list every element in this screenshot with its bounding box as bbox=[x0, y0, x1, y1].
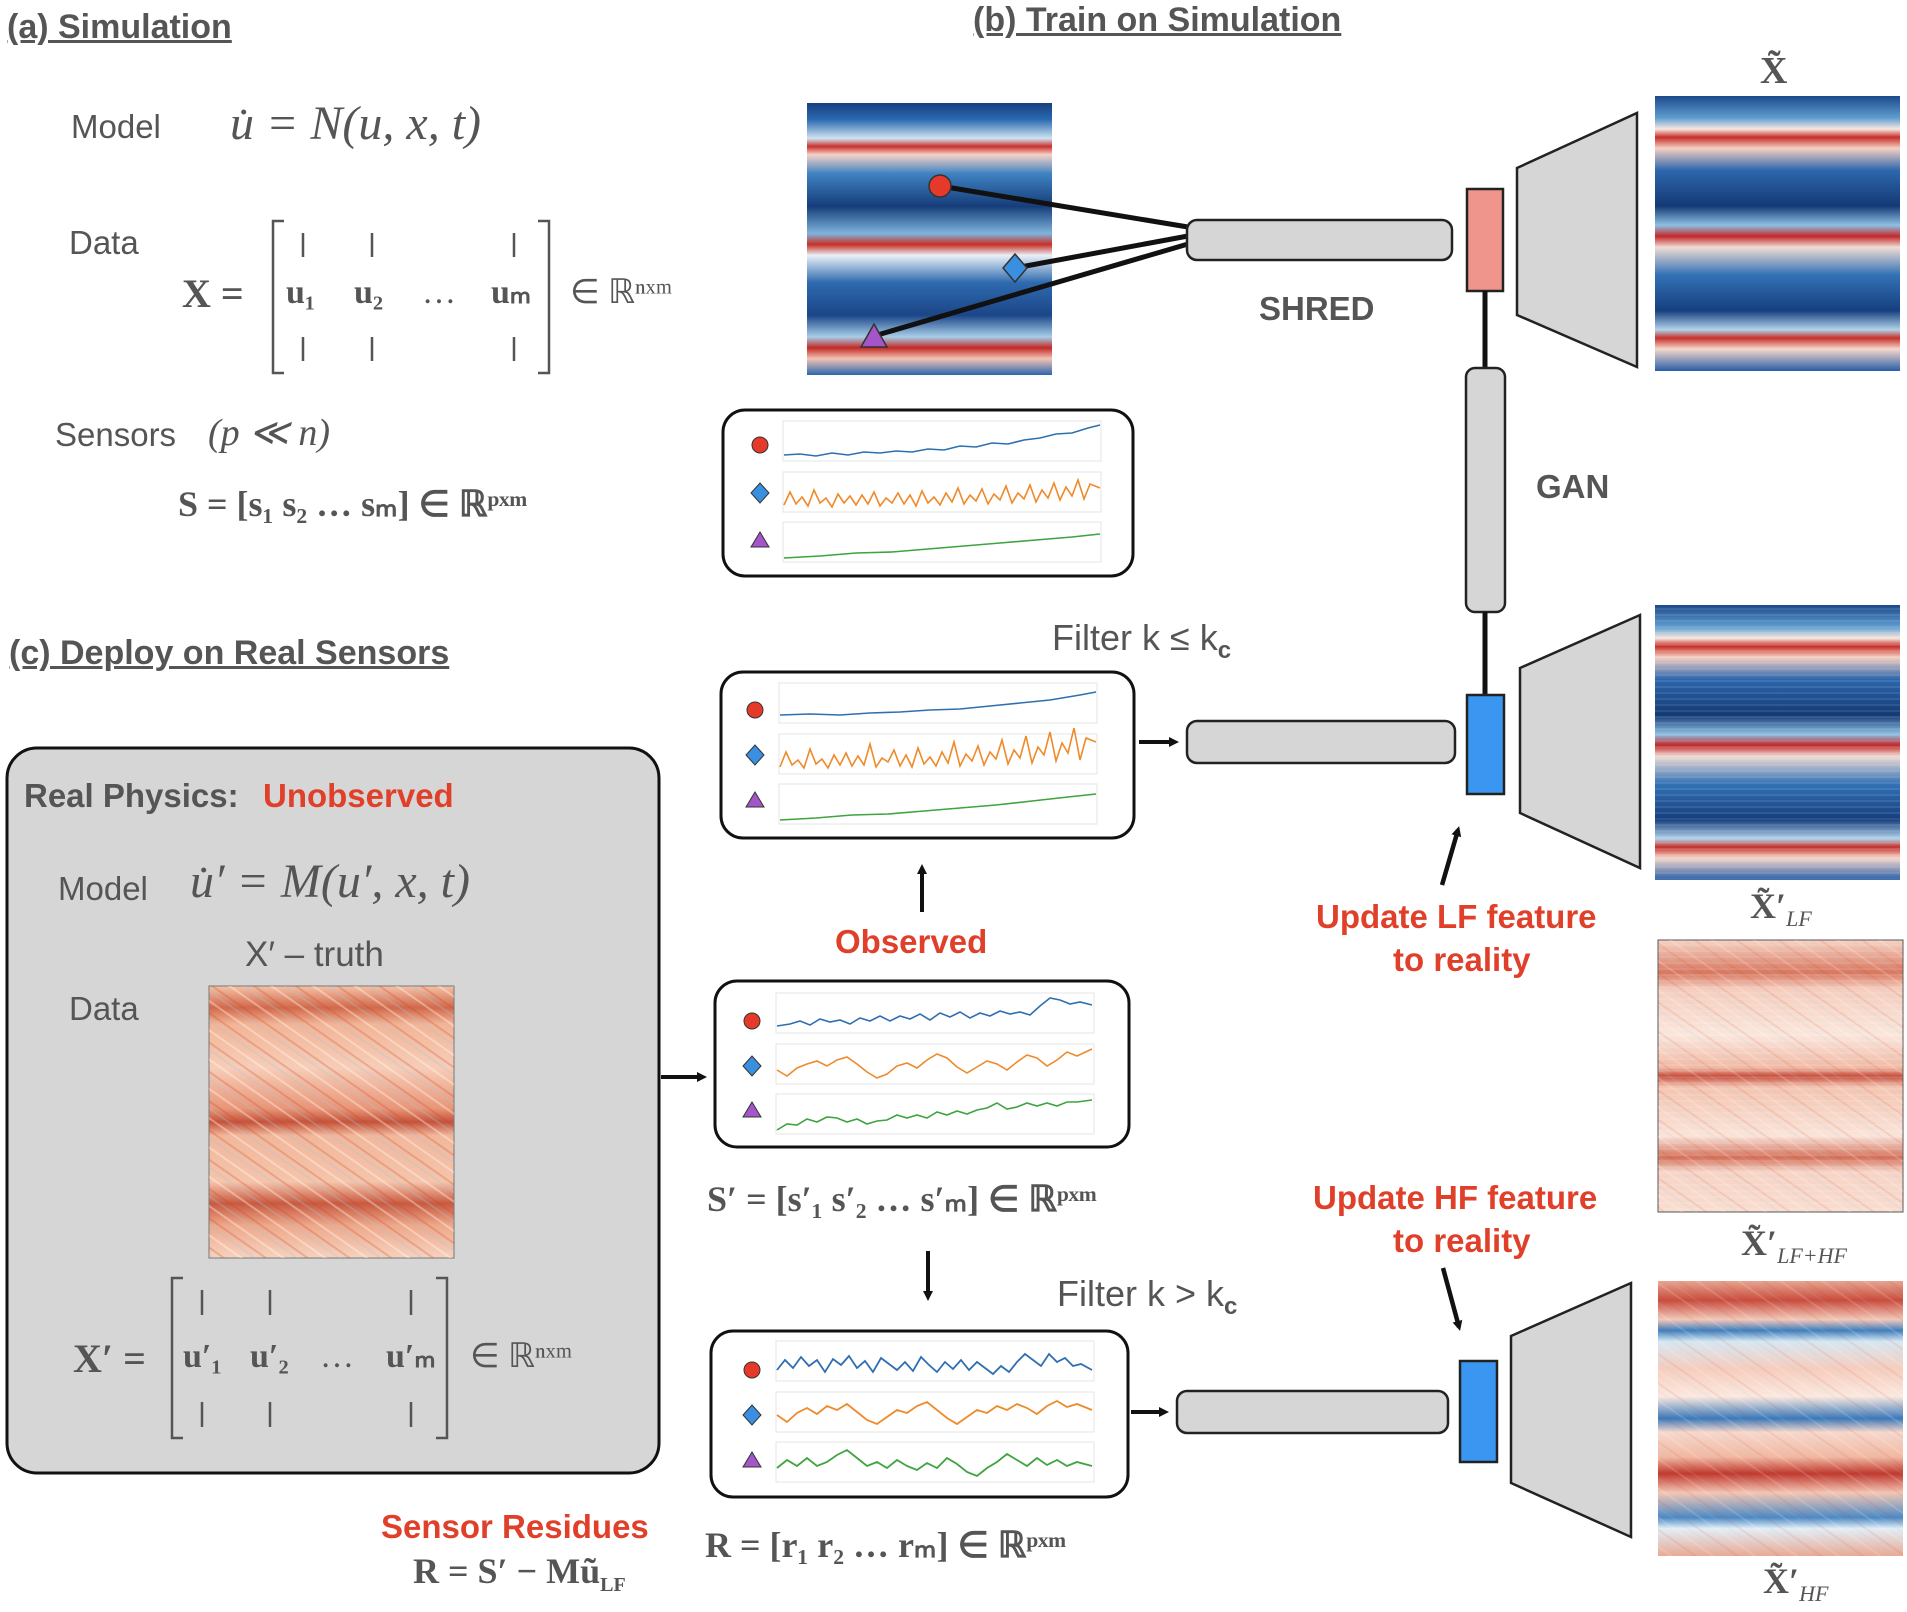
sensor-lines bbox=[873, 183, 1189, 339]
update-lf-label-2: to reality bbox=[1393, 941, 1531, 978]
matrix-bracket-Xp bbox=[170, 1276, 449, 1440]
model-equation-a: u̇ = N(u, x, t) bbox=[230, 97, 482, 150]
section-b-header: (b) Train on Simulation bbox=[973, 1, 1342, 39]
sensors-label: Sensors bbox=[55, 416, 177, 453]
x-matrix-rhs: ∈ ℝⁿˣᵐ bbox=[570, 274, 673, 311]
x-lfhf-label: X̃′LF+HF bbox=[1741, 1223, 1847, 1269]
residue-signal-panel bbox=[709, 1329, 1130, 1499]
data-label-c: Data bbox=[69, 990, 139, 1027]
latent-lf-real bbox=[1465, 693, 1506, 796]
section-c-header: (c) Deploy on Real Sensors bbox=[9, 634, 450, 672]
model-label-c: Model bbox=[58, 870, 148, 907]
real-physics-label: Real Physics: bbox=[24, 777, 239, 814]
hf-encoder bbox=[1175, 1389, 1450, 1435]
decoder-lf bbox=[1518, 613, 1642, 870]
gan-block bbox=[1464, 366, 1507, 614]
s-equation: S = [s₁ s₂ … sₘ] ∈ ℝᵖˣᵐ bbox=[178, 484, 528, 524]
update-lf-label: Update LF feature bbox=[1316, 898, 1597, 935]
xp-matrix-rhs: ∈ ℝⁿˣᵐ bbox=[470, 1338, 573, 1375]
update-hf-label: Update HF feature bbox=[1313, 1179, 1598, 1216]
r-equation: R = [r₁ r₂ … rₘ] ∈ ℝᵖˣᵐ bbox=[705, 1525, 1067, 1565]
truth-label: X′ – truth bbox=[245, 935, 384, 974]
x-col-dots: … bbox=[422, 274, 456, 311]
xp-col-m: u′ₘ bbox=[386, 1338, 436, 1375]
sensors-condition: (p ≪ n) bbox=[208, 412, 331, 454]
unobserved-label: Unobserved bbox=[263, 777, 454, 814]
real-signal-panel bbox=[713, 979, 1131, 1149]
x-matrix-lhs: X = bbox=[182, 271, 244, 316]
section-a-header: (a) Simulation bbox=[7, 8, 232, 46]
xp-col-1: u′₁ bbox=[183, 1338, 222, 1375]
x-col-2: u₂ bbox=[354, 274, 384, 311]
decoder-hf bbox=[1509, 1281, 1633, 1539]
latent-lf-sim bbox=[1465, 187, 1505, 293]
shred-label: SHRED bbox=[1259, 290, 1375, 327]
data-label-a: Data bbox=[69, 224, 139, 261]
filter-high-label: Filter k > kc bbox=[1057, 1273, 1238, 1321]
lf-encoder bbox=[1185, 719, 1457, 765]
x-tilde-field bbox=[1655, 96, 1900, 371]
x-col-1: u₁ bbox=[286, 274, 316, 311]
model-equation-c: u̇′ = M(u′, x, t) bbox=[190, 855, 470, 908]
gan-label: GAN bbox=[1536, 468, 1610, 505]
update-hf-label-2: to reality bbox=[1393, 1222, 1531, 1259]
sensor-diamond-icon bbox=[1002, 252, 1028, 284]
x-hf-label: X̃′HF bbox=[1763, 1561, 1829, 1607]
filtered-lf-panel bbox=[719, 670, 1136, 840]
x-lf-label: X̃′LF bbox=[1750, 886, 1812, 932]
s-prime-equation: S′ = [s′₁ s′₂ … s′ₘ] ∈ ℝᵖˣᵐ bbox=[707, 1179, 1097, 1219]
x-tilde-label: X̃ bbox=[1760, 50, 1788, 92]
xp-matrix-lhs: X′ = bbox=[73, 1336, 146, 1381]
decoder-top bbox=[1515, 111, 1639, 369]
residue-equation: R = S′ − MũLF bbox=[413, 1551, 626, 1597]
filter-low-label: Filter k ≤ kc bbox=[1052, 617, 1232, 665]
simulation-field bbox=[807, 103, 1052, 375]
x-col-m: uₘ bbox=[491, 274, 532, 311]
xp-col-dots: … bbox=[320, 1338, 354, 1375]
shred-encoder bbox=[1185, 218, 1454, 262]
matrix-bracket-X bbox=[271, 219, 551, 375]
observed-label: Observed bbox=[835, 923, 988, 960]
sensor-circle-icon bbox=[928, 174, 952, 198]
sensor-residues-label: Sensor Residues bbox=[381, 1508, 649, 1545]
xp-col-2: u′₂ bbox=[250, 1338, 289, 1375]
sim-signal-panel bbox=[721, 408, 1135, 578]
sensor-triangle-icon bbox=[859, 322, 889, 348]
model-label-a: Model bbox=[71, 108, 161, 145]
latent-hf bbox=[1458, 1359, 1499, 1464]
